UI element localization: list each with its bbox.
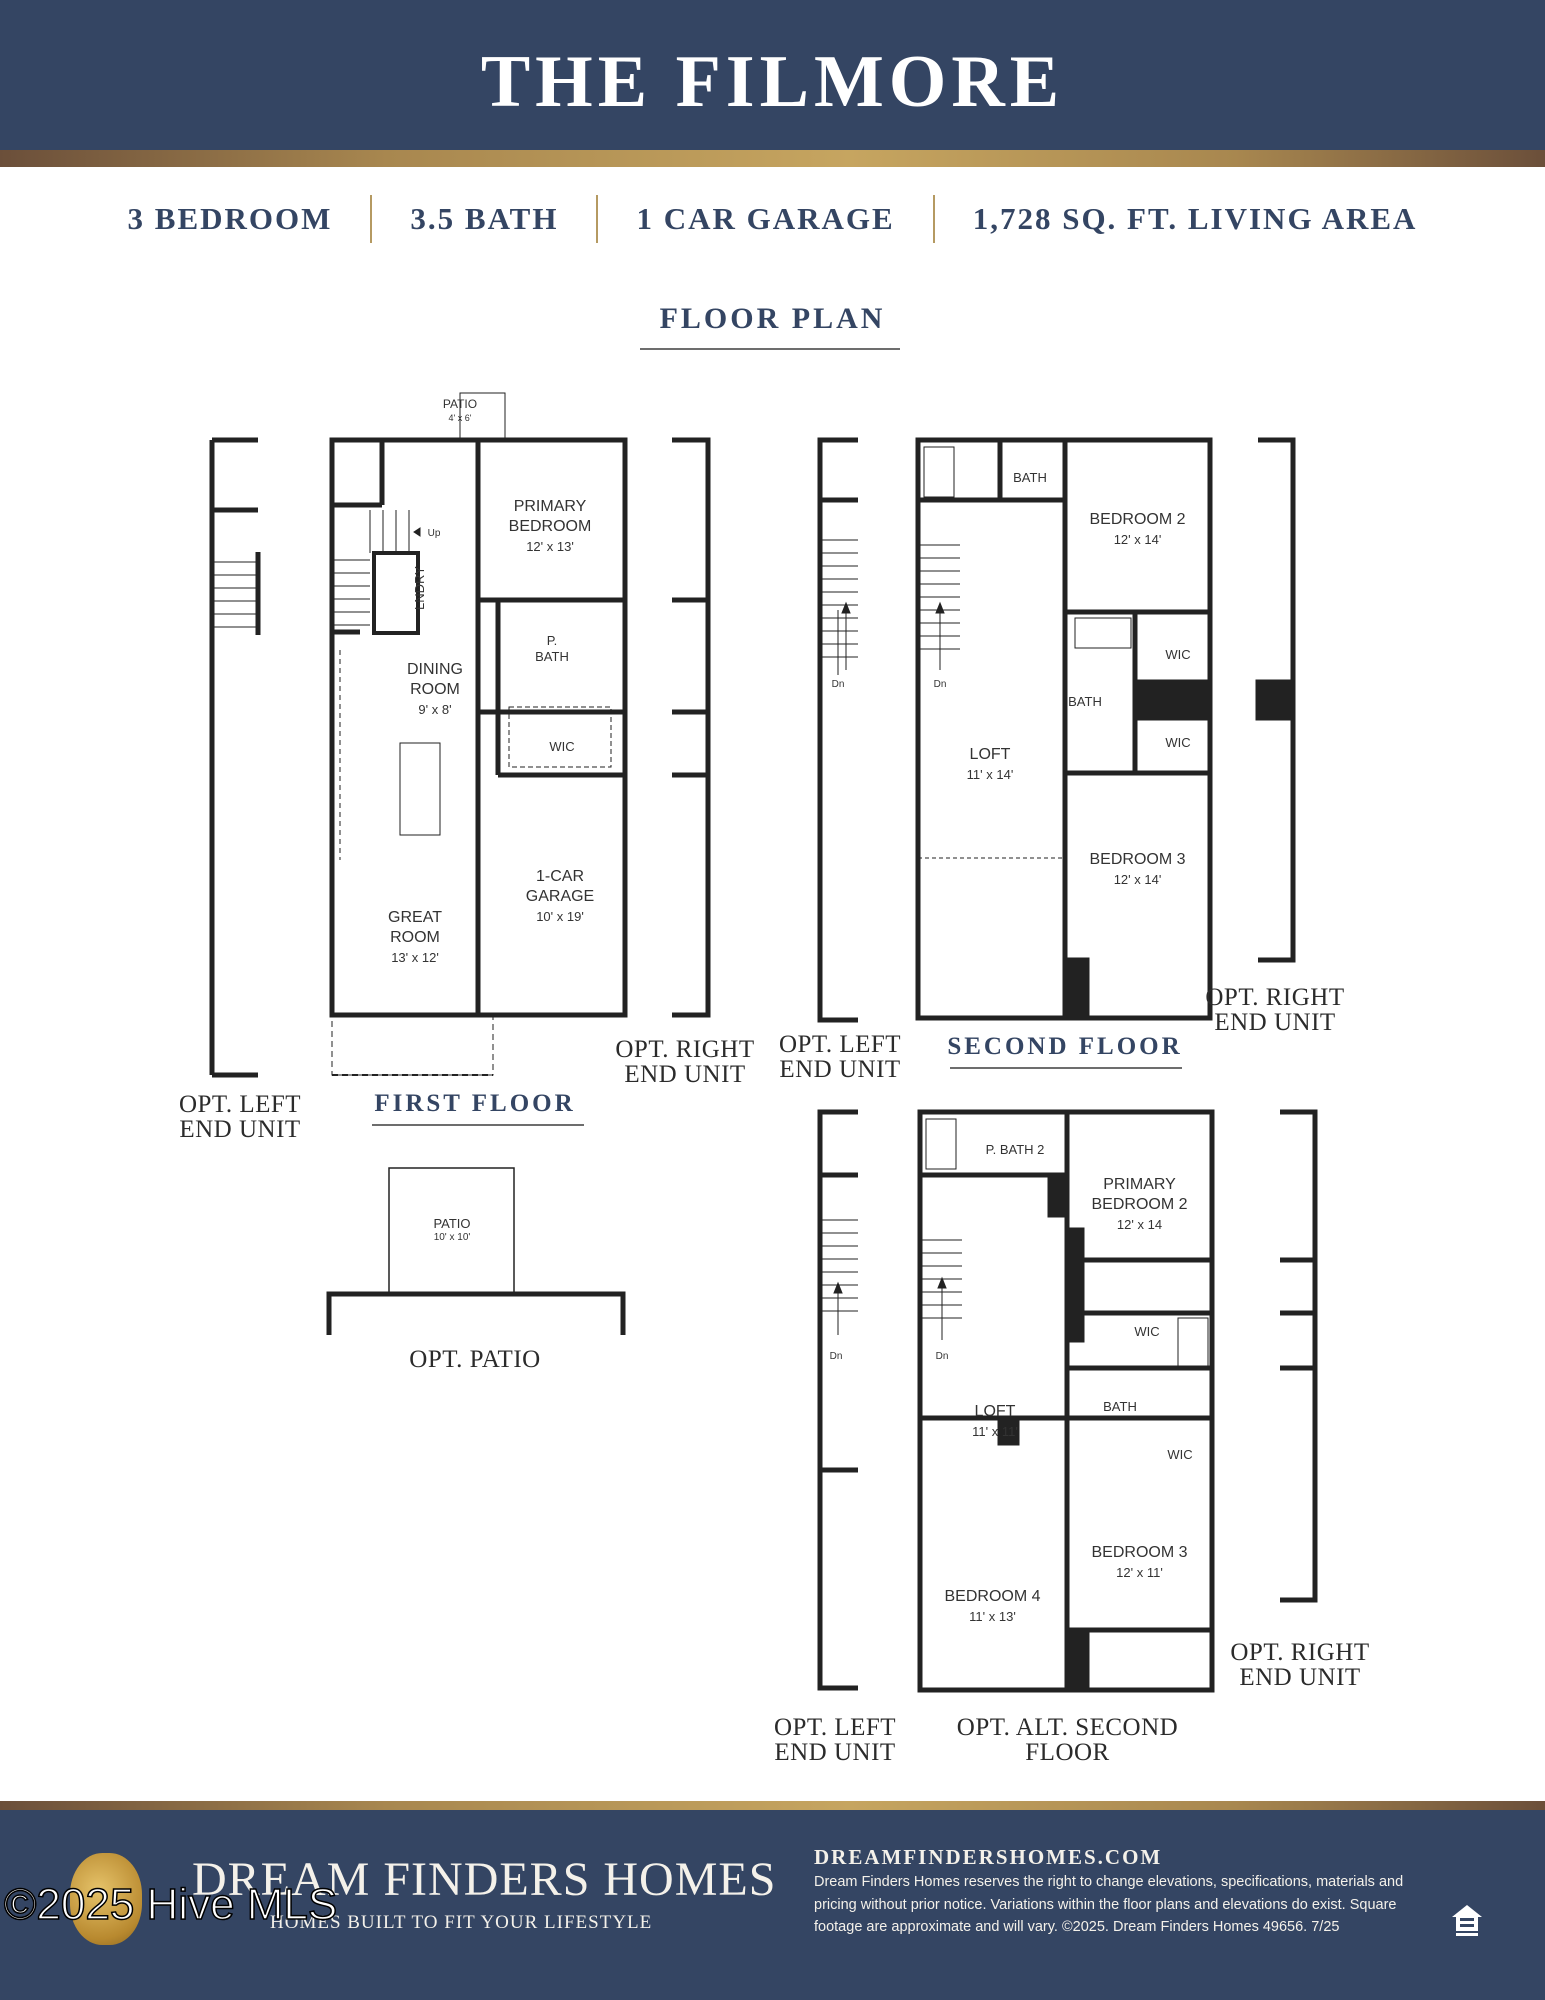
- watermark: ©2025 Hive MLS: [3, 1879, 338, 1930]
- first-floor-opt-right-end-unit: [672, 437, 711, 1018]
- first-floor-label: FIRST FLOOR: [374, 1090, 576, 1117]
- footer: [0, 1810, 1545, 2000]
- opt-patio-label: OPT. PATIO: [409, 1346, 541, 1373]
- disclaimer-text: Dream Finders Homes reserves the right t…: [814, 1874, 1404, 1935]
- stat-separator: [370, 195, 373, 243]
- brand-tagline: HOMES BUILT TO FIT YOUR LIFESTYLE: [270, 1912, 653, 1933]
- stat-baths: 3.5 BATH: [410, 201, 559, 236]
- room-label: WIC: [1165, 735, 1191, 750]
- room-label: BATH: [1068, 694, 1102, 709]
- first-floor-main-plan: [329, 392, 628, 1076]
- brand-name: DREAM FINDERS HOMES: [192, 1853, 777, 1906]
- stair-label: Dn: [933, 679, 947, 690]
- room-label: WIC: [1167, 1447, 1193, 1462]
- room-label: P. BATH: [535, 633, 569, 664]
- plan-stats: 3 BEDROOM 3.5 BATH 1 CAR GARAGE 1,728 SQ…: [0, 195, 1545, 243]
- room-label: WIC: [549, 739, 575, 754]
- first-floor-opt-right-label: OPT. RIGHT END UNIT: [615, 1036, 755, 1088]
- stair-label: Dn: [829, 1351, 843, 1362]
- stair-label: Dn: [935, 1351, 949, 1362]
- room-label: WIC: [1134, 1324, 1160, 1339]
- room-label: BATH: [1103, 1399, 1137, 1414]
- stat-bedrooms: 3 BEDROOM: [127, 201, 333, 236]
- stat-separator: [932, 195, 935, 243]
- plan-title: THE FILMORE: [480, 41, 1065, 123]
- stat-separator: [596, 195, 599, 243]
- stair-label: Dn: [831, 679, 845, 690]
- wax-seal-logo-icon: [70, 1853, 142, 1945]
- second-floor-label: SECOND FLOOR: [947, 1033, 1183, 1060]
- stair-label: Up: [427, 528, 441, 539]
- second-floor-opt-left-label: OPT. LEFT END UNIT: [778, 1031, 902, 1083]
- alt-second-floor-opt-left-label: OPT. LEFT END UNIT: [773, 1714, 897, 1766]
- floor-plan-drawing: [209, 392, 1318, 1693]
- second-floor-opt-left-end-unit: [817, 437, 858, 1023]
- room-label: LNDRY: [412, 566, 427, 610]
- first-floor-opt-left-label: OPT. LEFT END UNIT: [178, 1091, 302, 1143]
- second-floor-main-plan: [915, 437, 1213, 1021]
- alt-second-floor-opt-right-end-unit: [1280, 1109, 1318, 1603]
- second-floor-opt-right-end-unit: [1255, 437, 1296, 963]
- room-label: BATH: [1013, 470, 1047, 485]
- room-label: WIC: [1165, 647, 1191, 662]
- alt-second-floor-opt-left-end-unit: [817, 1109, 858, 1691]
- alt-second-floor-label: OPT. ALT. SECOND FLOOR: [956, 1714, 1179, 1766]
- second-floor-label-underline: [950, 1067, 1182, 1069]
- website-link[interactable]: DREAMFINDERSHOMES.COM: [814, 1845, 1163, 1869]
- header-banner: [0, 0, 1545, 150]
- alt-second-floor-main-plan: [917, 1109, 1215, 1693]
- stat-garage: 1 CAR GARAGE: [636, 201, 895, 236]
- section-title: FLOOR PLAN: [659, 302, 886, 335]
- room-label: P. BATH 2: [985, 1142, 1045, 1157]
- equal-housing-opportunity-icon: [1452, 1905, 1482, 1936]
- section-title-underline: [640, 348, 900, 350]
- second-floor-opt-right-label: OPT. RIGHT END UNIT: [1205, 984, 1345, 1036]
- stat-living-area: 1,728 SQ. FT. LIVING AREA: [972, 201, 1418, 236]
- first-floor-label-underline: [372, 1124, 584, 1126]
- first-floor-opt-left-end-unit: [209, 437, 261, 1078]
- gold-divider-top: [0, 150, 1545, 167]
- alt-second-floor-opt-right-label: OPT. RIGHT END UNIT: [1230, 1639, 1370, 1691]
- opt-patio-plan: [326, 1167, 626, 1335]
